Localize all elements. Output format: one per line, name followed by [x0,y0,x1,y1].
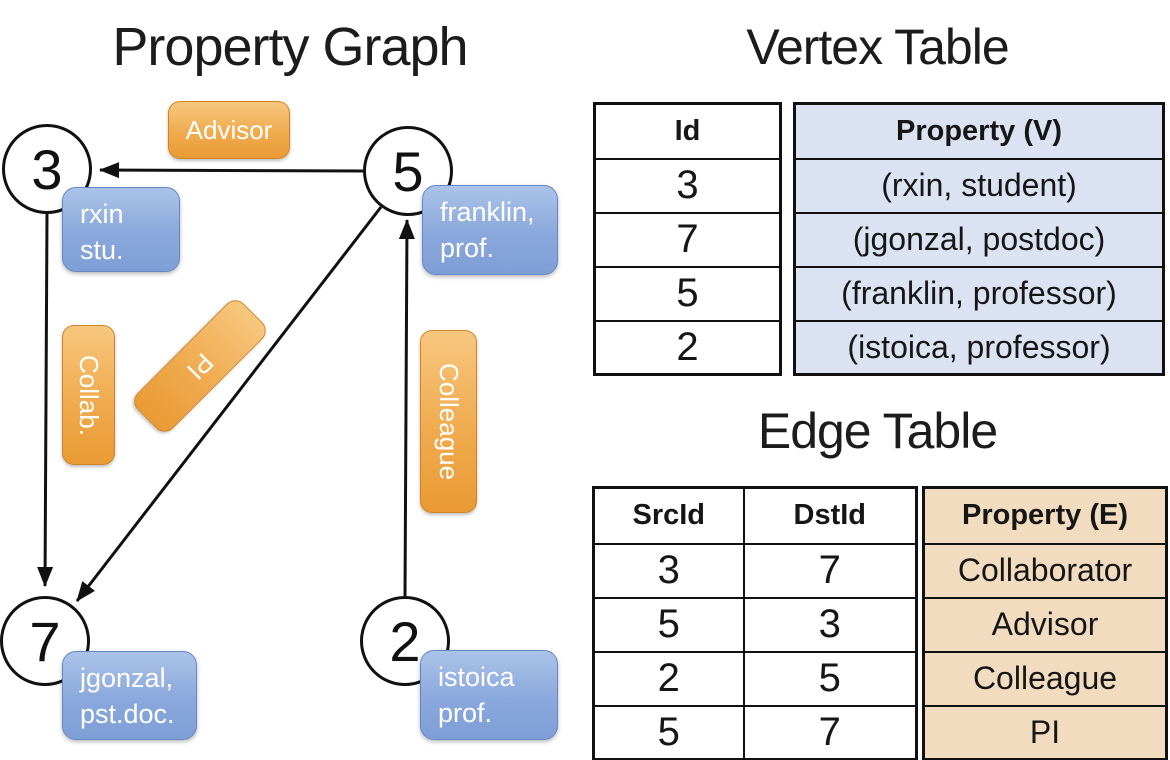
edge-row-property: PI [922,704,1168,760]
edge-table-header-property: Property (E) [922,486,1168,545]
vertex-table-header-property: Property (V) [793,102,1165,160]
edge-row-srcid: 5 [592,596,745,653]
edge-label-collab-text: Collab. [74,354,104,436]
node-3-id: 3 [31,137,63,201]
edge-label-pi-text: PI [181,347,220,386]
vertex-label-rxin-line2: stu. [80,234,124,265]
vertex-label-franklin-line2: prof. [440,232,495,263]
edge-table-header-srcid: SrcId [592,486,745,545]
edge-table-property-column: Property (E) Collaborator Advisor Collea… [922,486,1168,760]
node-2: 2 [360,596,450,686]
edge-5-to-3-advisor-line [99,162,364,179]
vertex-row-id: 7 [593,211,782,268]
node-5-id: 5 [392,139,424,203]
node-2-id: 2 [389,609,421,673]
vertex-row-id: 5 [593,265,782,322]
edge-row-dstid: 7 [742,704,918,760]
node-5: 5 [363,126,453,216]
vertex-label-franklin-line1: franklin, [440,197,535,227]
edge-row-srcid: 2 [592,650,745,707]
edge-row-dstid: 3 [742,596,918,653]
vertex-table-property-column: Property (V) (rxin, student) (jgonzal, p… [793,102,1165,376]
edge-row-srcid: 5 [592,704,745,760]
vertex-row-property: (istoica, professor) [793,319,1165,376]
vertex-label-jgonzal-line1: jgonzal, [80,663,174,693]
vertex-row-id: 2 [593,319,782,376]
vertex-label-rxin-line1: rxin [80,199,124,229]
vertex-table-title: Vertex Table [746,19,1009,75]
vertex-label-jgonzal-line2: pst.doc. [80,698,175,729]
vertex-table-id-column: Id 3 7 5 2 [593,102,782,376]
vertex-label-jgonzal: jgonzal, pst.doc. [62,651,197,740]
edge-label-collab: Collab. [62,325,115,465]
vertex-row-id: 3 [593,157,782,214]
edge-2-to-5-colleague-line [398,219,415,597]
edge-row-property: Collaborator [922,542,1168,599]
node-7-id: 7 [29,609,61,673]
vertex-label-istoica-line2: prof. [438,697,493,728]
edge-row-srcid: 3 [592,542,745,599]
edge-row-property: Advisor [922,596,1168,653]
edge-3-to-7-collab-line [37,213,54,587]
edge-table-header-dstid: DstId [742,486,918,545]
edge-row-property: Colleague [922,650,1168,707]
vertex-label-franklin: franklin, prof. [422,185,558,275]
edge-table-title: Edge Table [757,403,998,459]
vertex-label-rxin: rxin stu. [62,187,180,272]
vertex-row-property: (franklin, professor) [793,265,1165,322]
vertex-label-istoica-line1: istoica [438,662,515,692]
edge-label-advisor-text: Advisor [185,114,273,145]
vertex-label-istoica: istoica prof. [420,650,558,740]
property-graph-title: Property Graph [112,17,468,77]
vertex-row-property: (jgonzal, postdoc) [793,211,1165,268]
vertex-table-header-id: Id [593,102,782,160]
edge-row-dstid: 5 [742,650,918,707]
edge-row-dstid: 7 [742,542,918,599]
edge-5-to-7-pi-line [75,206,383,602]
edge-label-colleague-text: Colleague [434,362,464,481]
graph-edges-layer [37,162,415,602]
edge-label-advisor: Advisor [168,101,290,159]
edge-label-colleague: Colleague [420,330,477,513]
vertex-row-property: (rxin, student) [793,157,1165,214]
edge-table-src-dst-columns: SrcId DstId 3 7 5 3 2 5 5 7 [592,486,918,760]
